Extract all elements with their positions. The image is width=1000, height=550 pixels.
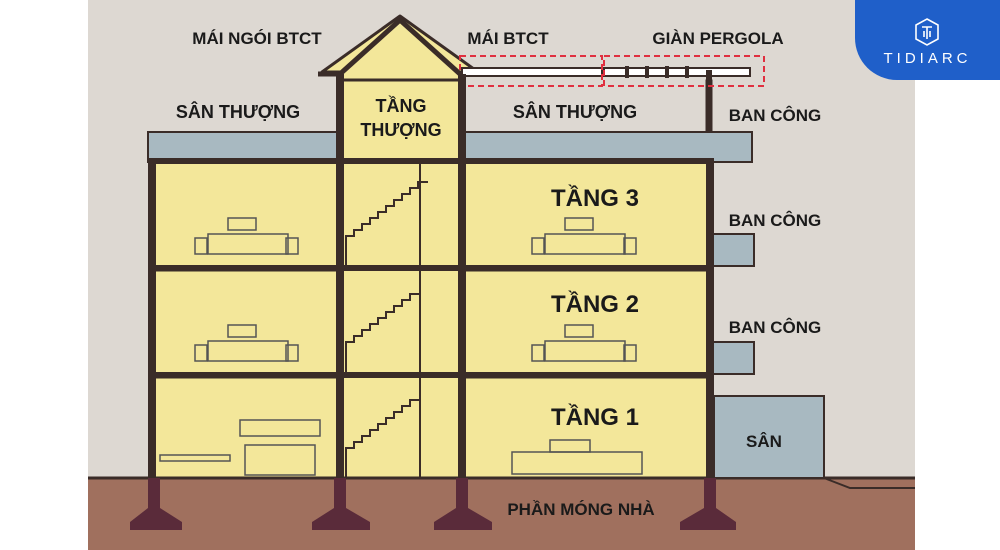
balcony-floor-2 <box>711 341 755 375</box>
floor-2-room-right <box>460 268 714 376</box>
floor-3-room-left <box>148 160 342 269</box>
brand-logo: TIDIARC <box>855 0 1000 80</box>
balcony-3-label: BAN CÔNG <box>729 211 822 230</box>
floor-1-room-right <box>460 375 714 480</box>
yard-edge <box>823 396 915 489</box>
floor-3-label: TẦNG 3 <box>551 184 639 212</box>
pergola-label: GIÀN PERGOLA <box>652 29 783 48</box>
balcony-floor-3 <box>711 233 755 267</box>
slab-floor-2 <box>148 372 714 378</box>
top-floor-label-line2: THƯỢNG <box>360 120 441 140</box>
ground <box>88 478 915 550</box>
ground-floor-furniture <box>159 419 643 476</box>
terrace-left-label: SÂN THƯỢNG <box>176 101 300 122</box>
brand-logo-text: TIDIARC <box>883 50 972 67</box>
slab-roof <box>148 158 714 164</box>
balcony-2-label: BAN CÔNG <box>729 318 822 337</box>
concrete-roof-highlight <box>459 55 603 87</box>
pergola-post <box>706 70 712 132</box>
pergola-highlight <box>603 55 765 87</box>
top-floor-label-line1: TẦNG <box>376 95 427 116</box>
concrete-roof-label: MÁI BTCT <box>467 29 549 48</box>
bedroom-furniture <box>194 217 637 362</box>
yard-label: SÂN <box>746 432 782 451</box>
staircase <box>345 162 428 478</box>
pergola-slats <box>625 66 689 78</box>
terrace-right-label: SÂN THƯỢNG <box>513 101 637 122</box>
terrace-slab-left <box>147 131 341 163</box>
columns <box>148 74 714 478</box>
slab-floor-3 <box>148 265 714 271</box>
balcony-top-label: BAN CÔNG <box>729 106 822 125</box>
floor-1-label: TẦNG 1 <box>551 403 639 431</box>
foundation-footings <box>130 478 736 530</box>
floor-3-room-right <box>460 160 714 269</box>
concrete-roof-slab <box>461 67 603 77</box>
terrace-slab-right <box>461 131 753 163</box>
tidiarc-logo-mark-icon <box>915 18 939 46</box>
foundation-label: PHẦN MÓNG NHÀ <box>507 500 654 519</box>
yard-block <box>713 395 825 479</box>
roof-tile-label: MÁI NGÓI BTCT <box>192 29 322 48</box>
floor-2-label: TẦNG 2 <box>551 290 639 318</box>
floor-2-room-left <box>148 268 342 376</box>
